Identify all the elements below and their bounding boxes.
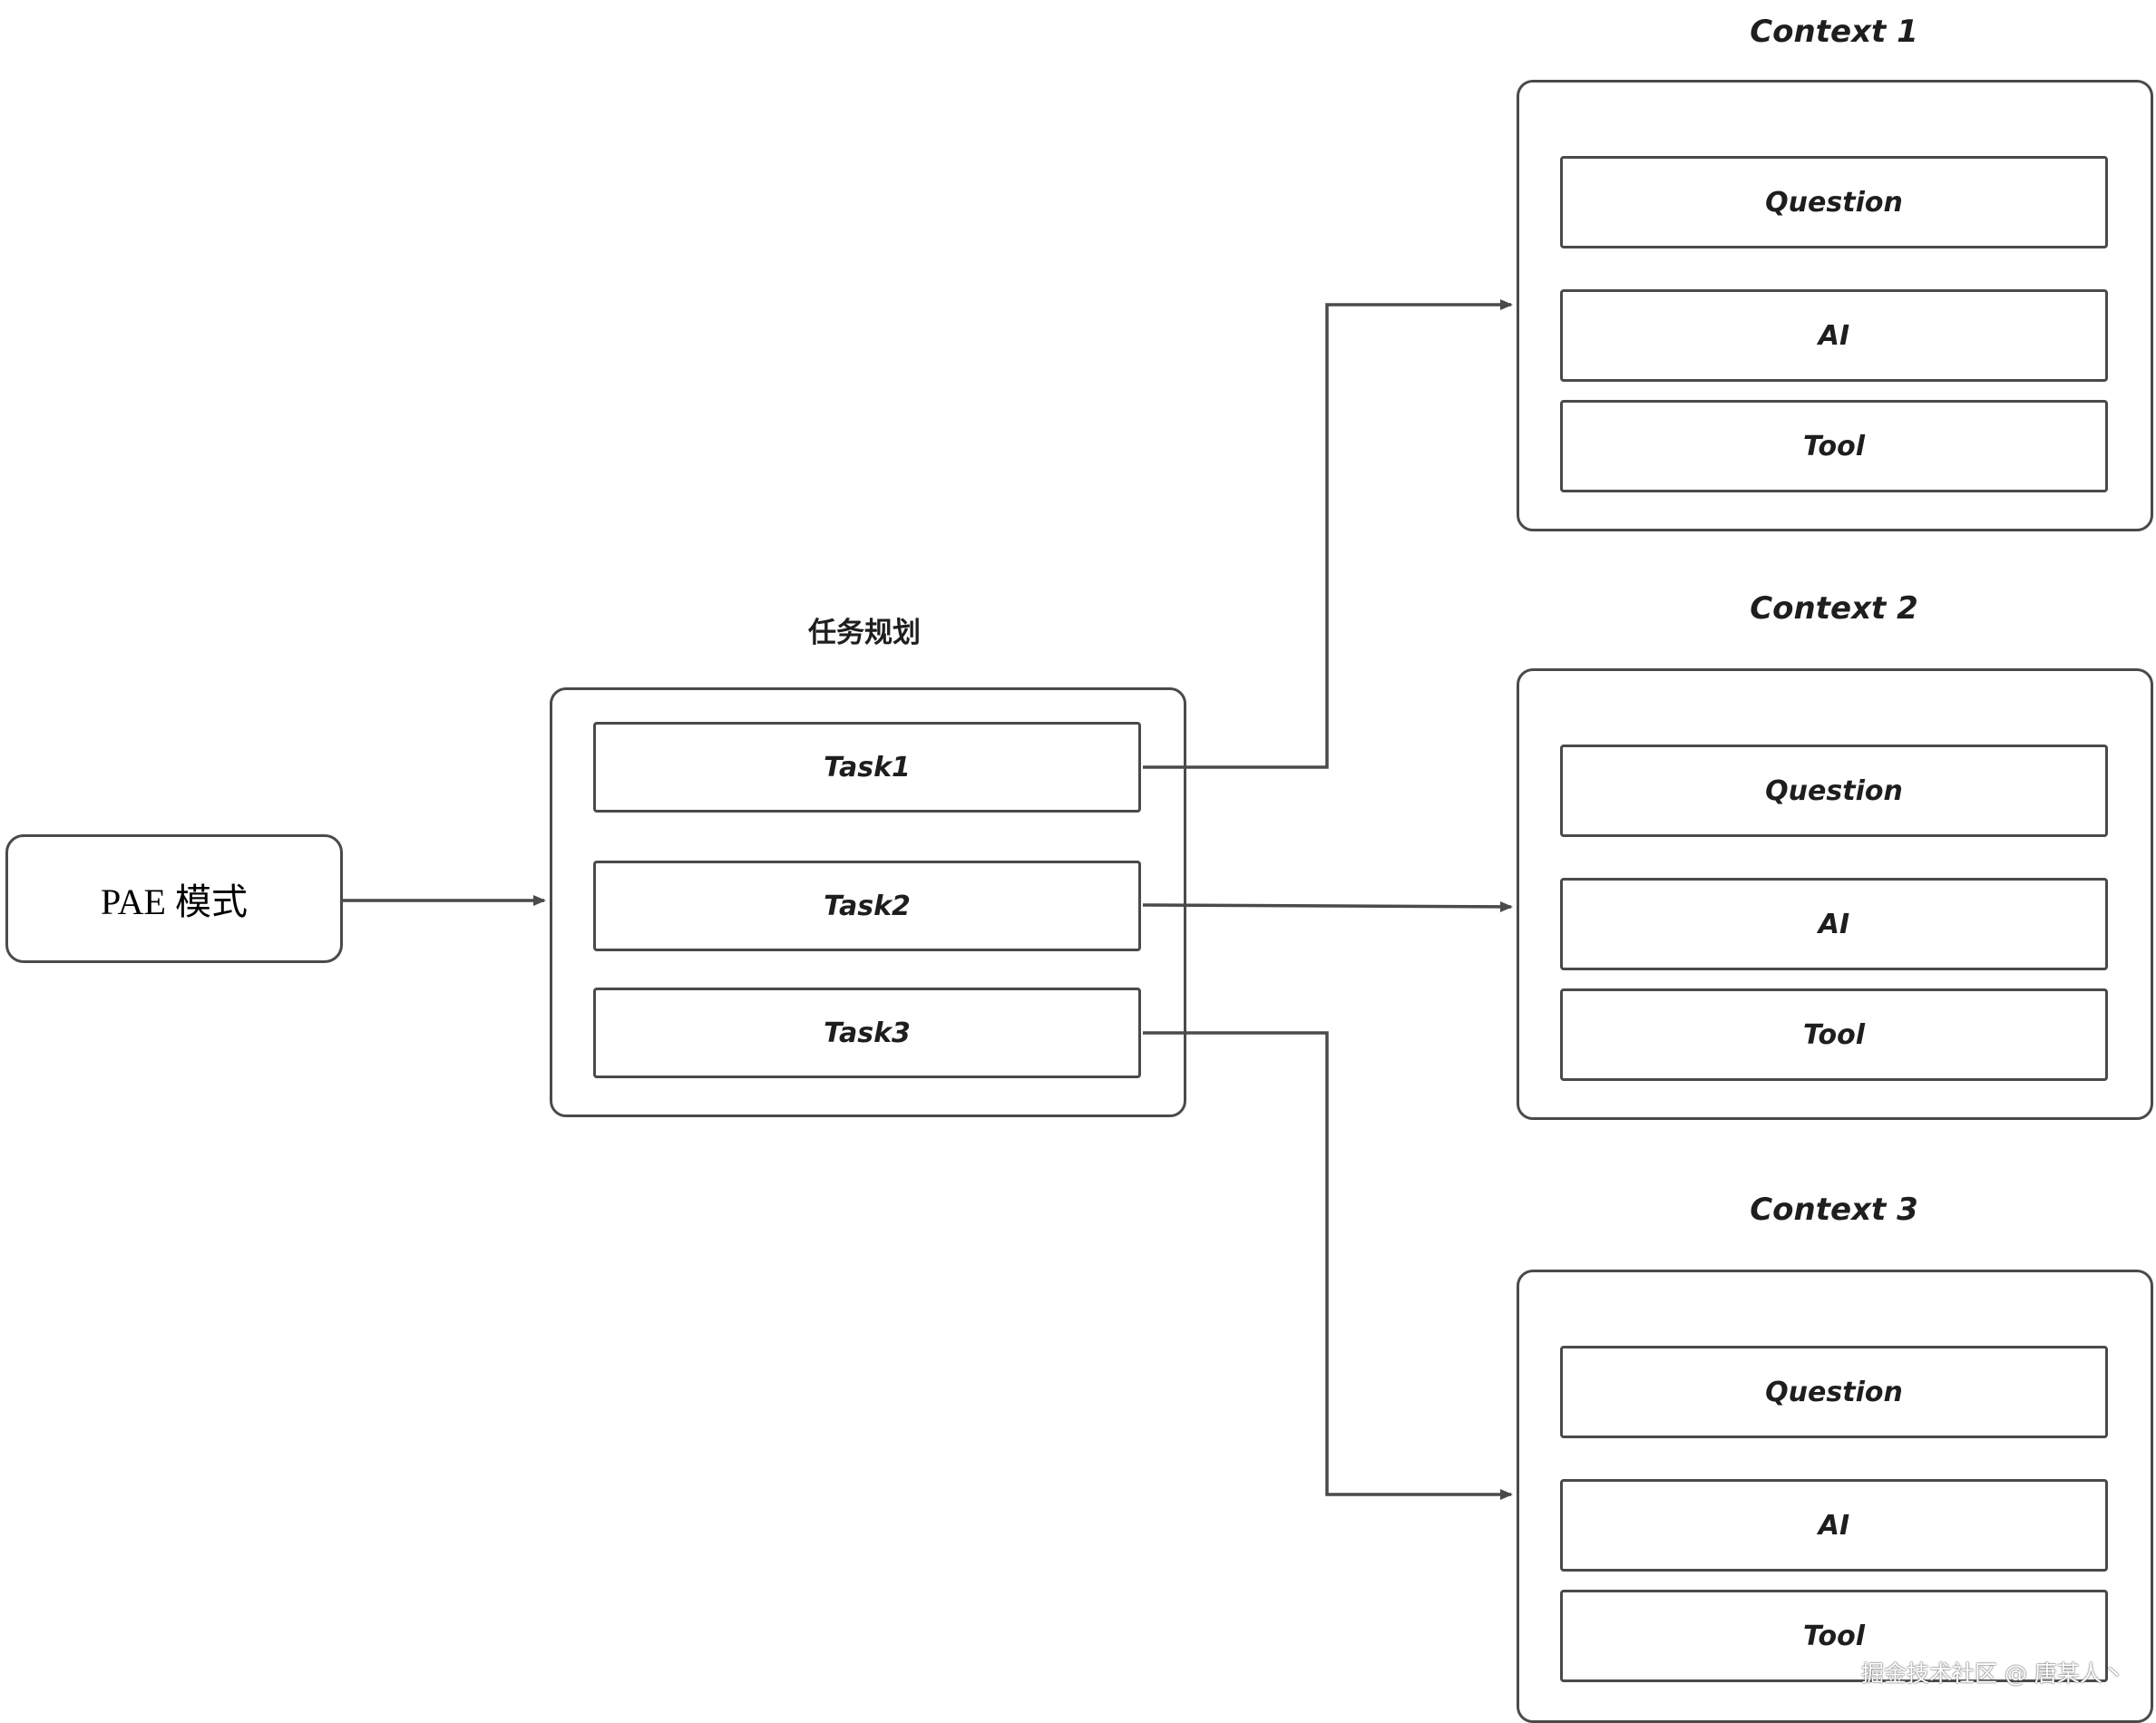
task-item-2: Task2: [593, 861, 1141, 951]
context-3-container: [1517, 1270, 2153, 1723]
context-2-ai: AI: [1560, 878, 2108, 970]
context-2-title: Context 2: [1750, 590, 1918, 627]
context-3-title: Context 3: [1750, 1192, 1918, 1228]
watermark: 掘金技术社区 @ 唐某人丶: [1861, 1660, 2125, 1687]
context-1-tool: Tool: [1560, 400, 2108, 492]
arrow-task2-to-context2: [1142, 900, 1513, 912]
plan-container: [550, 687, 1186, 1117]
pae-box: PAE 模式: [5, 834, 343, 963]
pae-label: PAE 模式: [101, 881, 248, 922]
arrow-task1-to-context1: [1143, 299, 1513, 769]
task-item-3: Task3: [593, 988, 1141, 1078]
context-2-container: [1517, 668, 2153, 1120]
context-1-title: Context 1: [1750, 14, 1918, 50]
context-1-question: Question: [1560, 156, 2108, 248]
context-3-ai: AI: [1560, 1479, 2108, 1572]
context-3-question: Question: [1560, 1346, 2108, 1438]
context-1-ai: AI: [1560, 289, 2108, 382]
arrow-task3-to-context3: [1143, 1031, 1513, 1500]
context-2-tool: Tool: [1560, 988, 2108, 1081]
context-3-tool: Tool: [1560, 1590, 2108, 1682]
context-1-container: [1517, 80, 2153, 531]
task-item-1: Task1: [593, 722, 1141, 813]
context-2-question: Question: [1560, 745, 2108, 837]
plan-title: 任务规划: [808, 617, 921, 649]
